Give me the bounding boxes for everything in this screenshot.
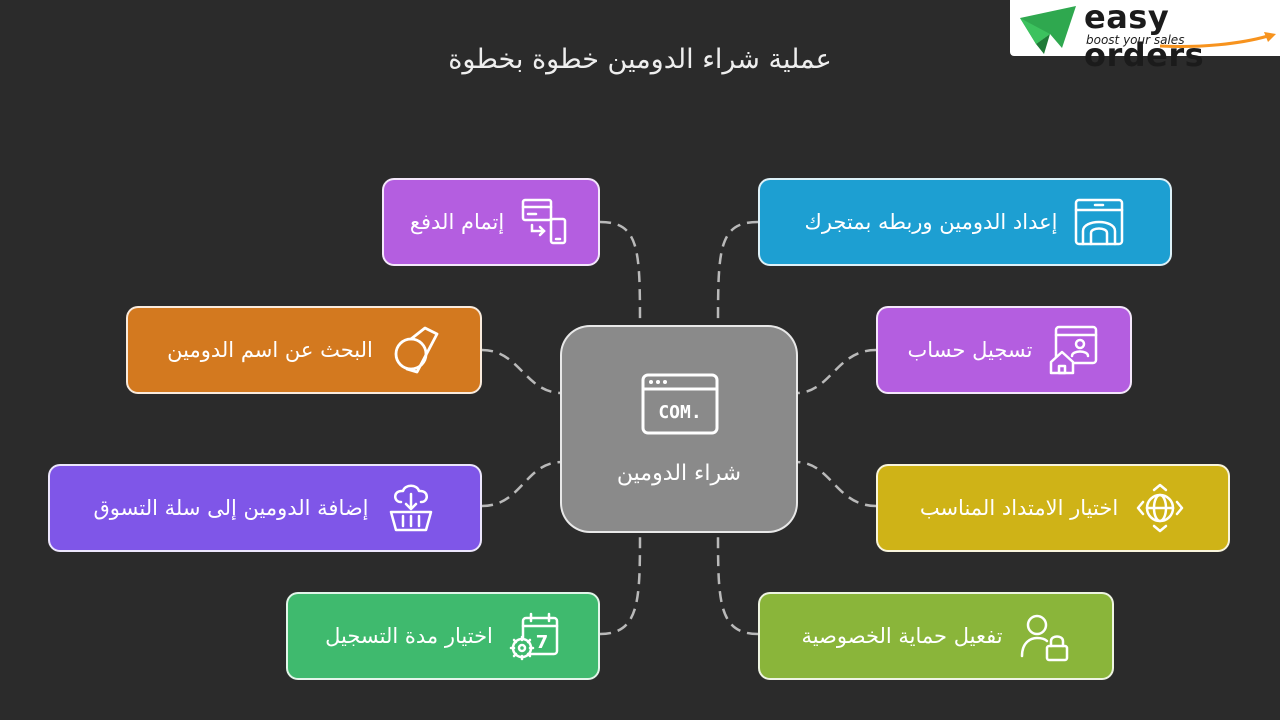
step-setup-store: إعداد الدومين وربطه بمتجرك [758, 178, 1172, 266]
cart-basket-icon [385, 482, 437, 534]
calendar-day-text: 7 [536, 632, 549, 653]
step-register-account-label: تسجيل حساب [907, 338, 1033, 362]
step-privacy-label: تفعيل حماية الخصوصية [801, 624, 1003, 648]
brand-tagline: boost your sales [1086, 33, 1185, 47]
step-add-to-cart: إضافة الدومين إلى سلة التسوق [48, 464, 482, 552]
connector-payment [599, 220, 642, 331]
connector-setup-store [716, 220, 759, 331]
step-duration-label: اختيار مدة التسجيل [325, 624, 493, 648]
connector-extension [795, 460, 877, 508]
step-payment-label: إتمام الدفع [409, 210, 505, 234]
step-privacy: تفعيل حماية الخصوصية [758, 592, 1114, 680]
center-node: .COM شراء الدومين [560, 325, 798, 533]
step-search-label: البحث عن اسم الدومين [167, 338, 373, 362]
step-add-to-cart-label: إضافة الدومين إلى سلة التسوق [93, 496, 369, 520]
globe-icon [1134, 482, 1186, 534]
step-extension-label: اختيار الامتداد المناسب [919, 496, 1119, 520]
browser-com-icon: .COM [641, 373, 719, 435]
step-register-account: تسجيل حساب [876, 306, 1132, 394]
user-lock-icon [1019, 610, 1071, 662]
com-icon-text: .COM [658, 402, 701, 423]
brand-name: easy orders [1084, 0, 1205, 74]
connector-add-to-cart [481, 460, 563, 508]
connector-duration [599, 529, 642, 636]
storefront-icon [1073, 197, 1125, 247]
brand-mark-icon [1020, 6, 1076, 54]
calendar-gear-icon: 7 [509, 610, 561, 662]
connector-search [481, 348, 563, 395]
center-node-label: شراء الدومين [616, 461, 742, 486]
step-duration: 7 اختيار مدة التسجيل [286, 592, 600, 680]
brand-logo: easy orders boost your sales [1010, 0, 1280, 74]
connector-privacy [716, 529, 759, 636]
brand-arrow-icon [1160, 32, 1276, 49]
step-search: البحث عن اسم الدومين [126, 306, 482, 394]
step-payment: إتمام الدفع [382, 178, 600, 266]
account-register-icon [1048, 324, 1100, 376]
step-setup-store-label: إعداد الدومين وربطه بمتجرك [804, 210, 1058, 234]
step-extension: اختيار الامتداد المناسب [876, 464, 1230, 552]
search-domain-icon [389, 324, 441, 376]
card-payment-phone-icon [520, 197, 572, 247]
diagram-title: عملية شراء الدومين خطوة بخطوة [448, 44, 832, 75]
connector-register-account [795, 348, 877, 395]
